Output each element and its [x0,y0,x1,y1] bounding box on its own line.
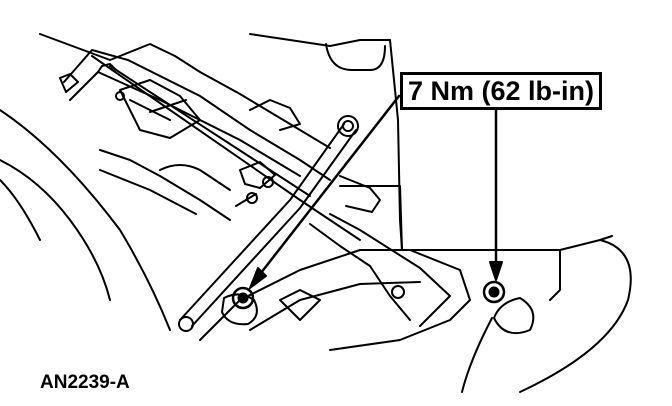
wiper-motor [59,49,331,221]
bolt-right-icon [482,280,506,304]
linkage-arm [91,55,361,332]
figure-id: AN2239-A [40,372,130,393]
bolt-left-icon [231,286,255,310]
torque-spec-callout: 7 Nm (62 lb-in) [400,72,602,110]
leader-line-left [249,94,401,289]
leader-line-right [489,108,503,281]
body-panel-outline [0,33,632,393]
mounting-bracket [199,175,471,351]
